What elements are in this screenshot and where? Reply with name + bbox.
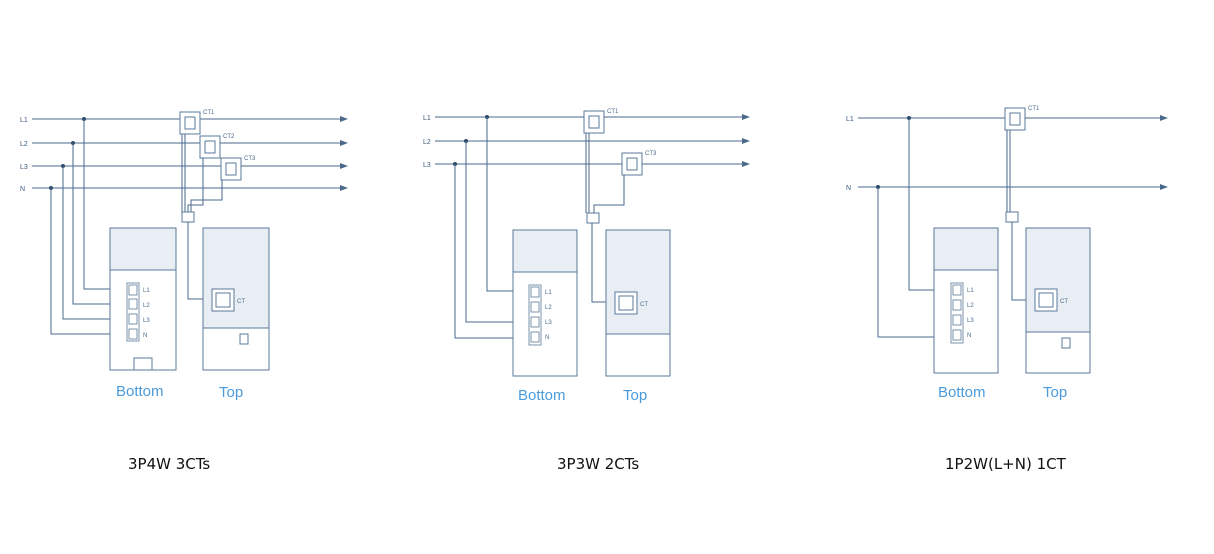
line-label-l1: L1 (20, 117, 28, 124)
ct-icon: CT2 (199, 134, 235, 159)
bottom-meter: L1 L2 L3 N (512, 229, 578, 377)
line-label-l1: L1 (846, 116, 854, 123)
ct3-label: CT3 (645, 151, 657, 157)
ct-leads (1006, 130, 1011, 212)
line-label-l1: L1 (423, 115, 431, 122)
line-label-n: N (846, 185, 851, 192)
svg-text:L2: L2 (143, 303, 150, 309)
svg-text:N: N (143, 333, 147, 339)
ct-icon: CT1 (179, 110, 215, 135)
panel-1p2w: L1 N CT1 L1 L2 L3 N (846, 106, 1168, 473)
bottom-label: Bottom (518, 387, 566, 404)
ct2-label: CT2 (223, 134, 235, 140)
top-label: Top (623, 387, 647, 404)
top-meter: CT (202, 227, 270, 371)
bottom-label: Bottom (938, 384, 986, 401)
line-label-l3: L3 (20, 164, 28, 171)
svg-text:CT: CT (640, 302, 648, 308)
top-meter: CT (1025, 227, 1091, 374)
line-label-l3: L3 (423, 162, 431, 169)
bottom-label: Bottom (116, 383, 164, 400)
svg-text:L1: L1 (967, 288, 974, 294)
ct1-label: CT1 (203, 110, 215, 116)
ct-icon: CT3 (621, 151, 657, 176)
ct-connector (586, 212, 600, 224)
ct1-label: CT1 (607, 109, 619, 115)
svg-text:CT: CT (237, 299, 245, 305)
panel-caption: 3P4W 3CTs (128, 455, 210, 473)
bottom-meter: L1 L2 L3 N (933, 227, 999, 374)
top-meter: CT (605, 229, 671, 377)
ct-icon: CT1 (583, 109, 619, 134)
line-label-l2: L2 (20, 141, 28, 148)
panel-3p3w: L1 L2 L3 CT1 CT3 (423, 109, 750, 473)
line-label-l2: L2 (423, 139, 431, 146)
svg-text:L3: L3 (143, 318, 150, 324)
ct-icon: CT1 (1004, 106, 1040, 131)
svg-text:L3: L3 (545, 320, 552, 326)
ct-connector (181, 211, 195, 223)
bottom-meter: L1 L2 L3 N (109, 227, 177, 371)
tap-l3 (454, 164, 530, 339)
tap-l2 (465, 141, 530, 323)
panel-caption: 1P2W(L+N) 1CT (945, 455, 1067, 473)
svg-text:N: N (545, 335, 549, 341)
svg-text:CT: CT (1060, 299, 1068, 305)
ct-icon: CT3 (220, 156, 256, 181)
ct3-label: CT3 (244, 156, 256, 162)
svg-text:N: N (967, 333, 971, 339)
tap-n (50, 188, 128, 335)
line-label-n: N (20, 186, 25, 193)
tap-l3 (62, 166, 128, 320)
svg-text:L1: L1 (545, 290, 552, 296)
ct-leads (181, 134, 223, 212)
ct-leads (585, 133, 625, 213)
svg-text:L2: L2 (967, 303, 974, 309)
tap-n (877, 187, 952, 338)
ct-connector (1005, 211, 1019, 223)
svg-text:L3: L3 (967, 318, 974, 324)
svg-text:L2: L2 (545, 305, 552, 311)
top-label: Top (1043, 384, 1067, 401)
ct1-label: CT1 (1028, 106, 1040, 112)
panel-caption: 3P3W 2CTs (557, 455, 639, 473)
top-label: Top (219, 384, 243, 401)
svg-text:L1: L1 (143, 288, 150, 294)
panel-3p4w: L1 L2 L3 N CT1 CT2 CT3 (20, 110, 348, 473)
